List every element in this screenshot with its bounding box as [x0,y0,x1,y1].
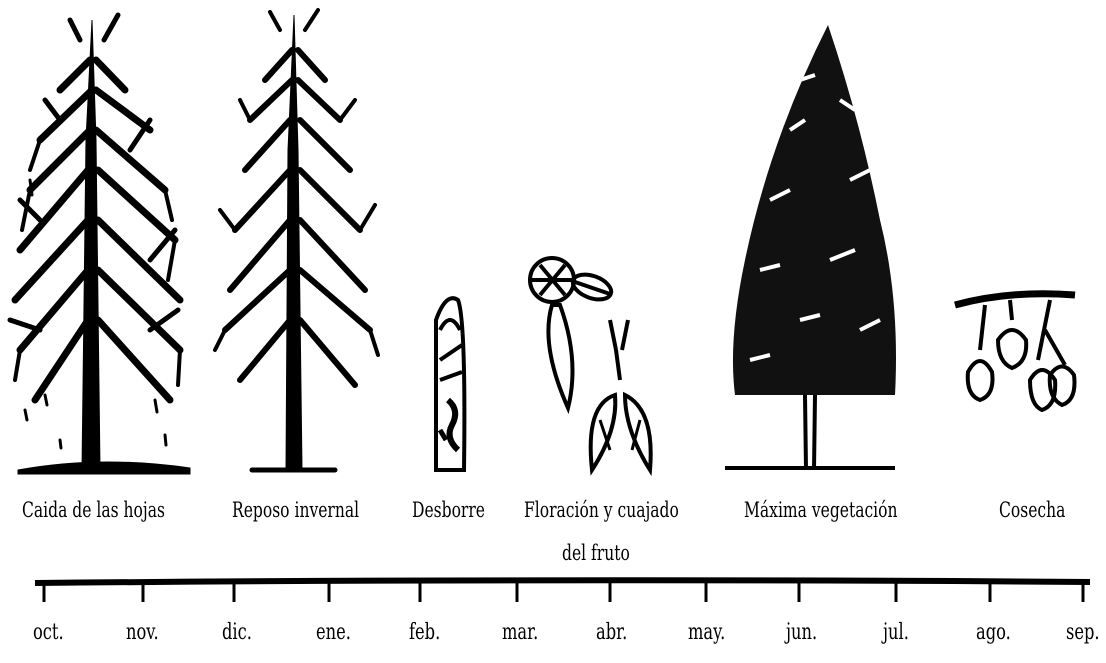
flowering-illustration [530,258,651,470]
stage-label-flowering-line2: del fruto [562,538,630,568]
month-label-abr: abr. [596,620,627,645]
max-vegetation-tree-illustration [725,25,896,470]
stage-label-budbreak: Desborre [412,495,485,525]
month-label-may: may. [688,620,725,645]
timeline-ticks [44,583,1083,602]
month-label-ago: ago. [976,620,1011,645]
winter-rest-tree-illustration [215,10,378,470]
leaf-fall-tree-illustration [10,15,190,474]
stage-label-flowering-line1: Floración y cuajado [524,495,679,525]
timeline-axis [35,580,1090,583]
month-label-sep: sep. [1066,620,1100,645]
month-label-nov: nov. [126,620,159,645]
stage-label-harvest: Cosecha [999,495,1065,525]
stage-label-leaf-fall: Caida de las hojas [22,495,165,525]
stage-label-max-vegetation: Máxima vegetación [744,495,898,525]
month-label-mar: mar. [502,620,538,645]
month-label-ene: ene. [316,620,351,645]
month-label-jul: jul. [883,620,909,645]
month-label-dic: dic. [222,620,252,645]
stage-label-winter-rest: Reposo invernal [232,495,359,525]
harvest-cherries-illustration [955,294,1075,410]
month-label-jun: jun. [786,620,817,645]
month-label-oct: oct. [33,620,64,645]
budbreak-bud-illustration [436,298,464,470]
month-label-feb: feb. [409,620,440,645]
